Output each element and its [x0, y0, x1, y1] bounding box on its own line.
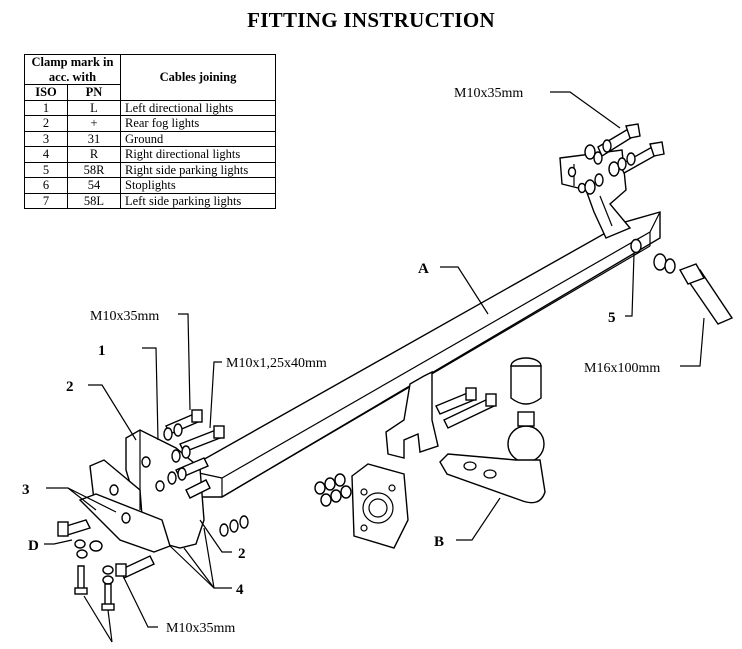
table-row: 6 54 Stoplights [24, 177, 276, 194]
page-title: FITTING INSTRUCTION [247, 8, 495, 32]
iso-cell: 7 [24, 192, 68, 209]
pn-cell: 31 [67, 130, 121, 147]
m16-bolt-assembly [653, 253, 734, 325]
label-num-4: 4 [236, 582, 244, 598]
label-num-2b: 2 [238, 546, 246, 562]
label-num-2a: 2 [66, 379, 74, 395]
pn-cell: 58L [67, 192, 121, 209]
header-cables-joining: Cables joining [120, 54, 276, 101]
label-bolt-left-fine: M10x1,25x40mm [226, 356, 327, 371]
ball-neck-b [439, 357, 546, 504]
label-bolt-top-right: M10x35mm [454, 86, 523, 101]
socket-nuts [314, 473, 352, 507]
table-row: 7 58L Left side parking lights [24, 192, 276, 209]
cable-cell: Stoplights [120, 177, 276, 194]
cable-cell: Right directional lights [120, 146, 276, 163]
cable-cell: Ground [120, 130, 276, 147]
cable-cell: Right side parking lights [120, 161, 276, 178]
label-num-5: 5 [608, 310, 616, 326]
crossbar-a [184, 211, 661, 498]
label-part-d: D [28, 538, 39, 554]
bottom-bolts [57, 515, 249, 611]
left-bolts [163, 409, 225, 499]
cable-cell: Left side parking lights [120, 192, 276, 209]
top-right-bolts [584, 123, 665, 195]
wiring-table: Clamp mark in acc. with Cables joining I… [24, 54, 276, 209]
leader-lines [44, 91, 705, 643]
left-bracket-assembly [78, 429, 205, 553]
table-row: 4 R Right directional lights [24, 146, 276, 163]
label-bolt-bottom: M10x35mm [166, 621, 235, 636]
table-row: 3 31 Ground [24, 130, 276, 147]
header-pn: PN [67, 84, 121, 101]
centre-bracket [385, 370, 497, 459]
header-clamp-mark: Clamp mark in acc. with [24, 54, 121, 85]
label-bolt-large: M16x100mm [584, 361, 660, 376]
pn-cell: 54 [67, 177, 121, 194]
label-part-a: A [418, 261, 429, 277]
label-bolt-left-top: M10x35mm [90, 309, 159, 324]
label-part-b: B [434, 534, 444, 550]
socket-plate [351, 463, 409, 549]
label-num-1: 1 [98, 343, 106, 359]
table-header-row: Clamp mark in acc. with Cables joining [24, 54, 276, 101]
label-num-3: 3 [22, 482, 30, 498]
